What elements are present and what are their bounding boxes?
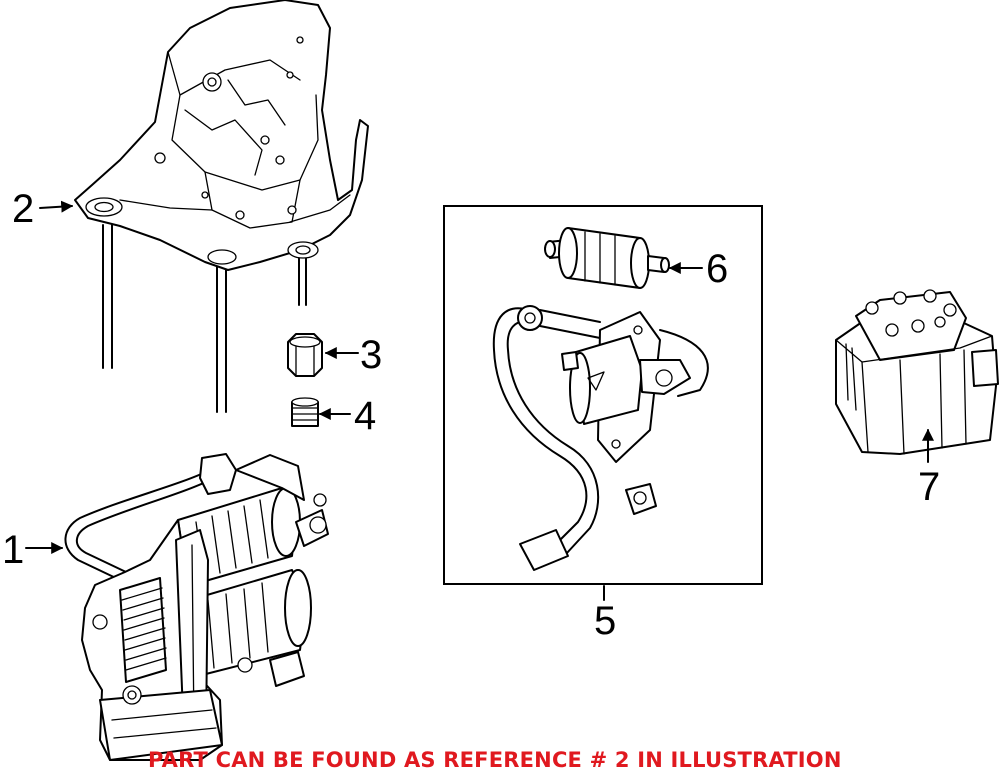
part-6-filter[interactable] <box>544 227 670 289</box>
part-5-box <box>443 205 763 585</box>
callout-2: 2 <box>12 187 34 231</box>
part-7-valve-block[interactable] <box>835 289 999 455</box>
part-3-nut[interactable] <box>287 333 323 377</box>
callout-3: 3 <box>360 333 382 377</box>
part-5-valve[interactable] <box>492 305 709 571</box>
reference-note: PART CAN BE FOUND AS REFERENCE # 2 IN IL… <box>148 748 842 772</box>
callout-7: 7 <box>918 465 940 509</box>
part-1-compressor[interactable] <box>64 453 329 761</box>
callout-1: 1 <box>2 528 24 572</box>
part-2-bracket[interactable] <box>74 0 369 413</box>
part-4-spacer[interactable] <box>291 397 319 427</box>
leader-2 <box>39 200 74 213</box>
callout-5: 5 <box>594 599 616 643</box>
callout-6: 6 <box>706 247 728 291</box>
callout-4: 4 <box>354 394 376 438</box>
